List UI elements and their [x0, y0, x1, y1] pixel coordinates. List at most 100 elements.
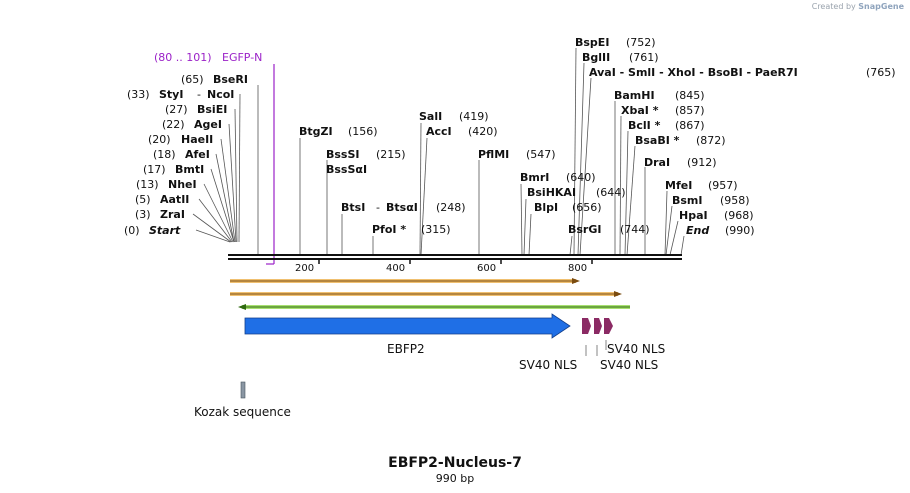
site-pos-bsiei: (27): [165, 103, 188, 116]
site-pos-hpai: (968): [724, 209, 754, 222]
site-pos-bamhi: (845): [675, 89, 705, 102]
site-bsssi[interactable]: BssSI: [326, 148, 360, 161]
site-pos-pflmi: (547): [526, 148, 556, 161]
map-length: 990 bp: [436, 472, 474, 485]
site-pos-bsabi: (872): [696, 134, 726, 147]
site-pos-bsihkai: (644): [596, 186, 626, 199]
sv40-nls-2[interactable]: [594, 318, 602, 334]
tick-label-200: 200: [295, 263, 314, 274]
site-bseri[interactable]: BseRI: [213, 73, 248, 86]
sv40-nls-1[interactable]: [582, 318, 591, 334]
site-pos-bsmi: (958): [720, 194, 750, 207]
site-afei[interactable]: AfeI: [185, 148, 210, 161]
site-sep-styi-ncoi: -: [197, 88, 201, 101]
site-pos-bglii: (761): [629, 51, 659, 64]
kozak-label: Kozak sequence: [194, 405, 291, 419]
primer-range: (80 .. 101): [154, 51, 212, 64]
site-pos-end: (990): [725, 224, 755, 237]
site-pos-bsssi: (215): [376, 148, 406, 161]
site-hpai[interactable]: HpaI: [679, 209, 708, 222]
site-btgzi[interactable]: BtgZI: [299, 125, 333, 138]
site-xbai[interactable]: XbaI *: [621, 104, 659, 117]
site-start[interactable]: Start: [149, 224, 181, 237]
site-pos-afei: (18): [153, 148, 176, 161]
site-pos-bmti: (17): [143, 163, 166, 176]
site-bamhi[interactable]: BamHI: [614, 89, 655, 102]
site-pflmi[interactable]: PflMI: [478, 148, 509, 161]
site-pos-acci: (420): [468, 125, 498, 138]
site-pos-nhei: (13): [136, 178, 159, 191]
feature-sv40-nls-group[interactable]: SV40 NLS SV40 NLS SV40 NLS: [519, 318, 665, 372]
site-bsabi[interactable]: BsaBI *: [635, 134, 680, 147]
site-zrai[interactable]: ZraI: [160, 208, 185, 221]
site-pos-avai-group: (765): [866, 66, 896, 79]
site-pos-bspei: (752): [626, 36, 656, 49]
restriction-sites: (0) Start (3) ZraI (5) AatII (13) NheI (…: [124, 36, 896, 237]
site-pos-styi: (33): [127, 88, 150, 101]
site-sali[interactable]: SalI: [419, 110, 442, 123]
site-styi[interactable]: StyI: [159, 88, 183, 101]
site-acci[interactable]: AccI: [426, 125, 452, 138]
site-bglii[interactable]: BglII: [582, 51, 610, 64]
site-pos-btsi: (248): [436, 201, 466, 214]
sv40-nls-label-1: SV40 NLS: [519, 358, 577, 372]
primer-egfp-n[interactable]: (80 .. 101) EGFP-N: [154, 51, 275, 265]
site-mfei[interactable]: MfeI: [665, 179, 692, 192]
site-pos-blpi: (656): [572, 201, 602, 214]
site-btsai[interactable]: BtsαI: [386, 201, 418, 214]
site-drai[interactable]: DraI: [644, 156, 670, 169]
tick-label-600: 600: [477, 263, 496, 274]
map-title: EBFP2-Nucleus-7: [388, 455, 522, 471]
credit-prefix: Created by: [811, 2, 856, 11]
site-bcli[interactable]: BclI *: [628, 119, 661, 132]
site-pos-haeii: (20): [148, 133, 171, 146]
site-pos-bseri: (65): [181, 73, 204, 86]
site-pos-sali: (419): [459, 110, 489, 123]
site-pos-pfoi: (315): [421, 223, 451, 236]
site-nhei[interactable]: NheI: [168, 178, 197, 191]
site-bsiei[interactable]: BsiEI: [197, 103, 227, 116]
orf-arrows: [230, 278, 630, 310]
site-bspei[interactable]: BspEI: [575, 36, 609, 49]
site-end[interactable]: End: [686, 224, 709, 237]
site-pos-bmri: (640): [566, 171, 596, 184]
sv40-nls-label-3: SV40 NLS: [607, 342, 665, 356]
feature-ebfp2[interactable]: EBFP2: [244, 313, 571, 356]
site-btsi[interactable]: BtsI: [341, 201, 365, 214]
site-pos-agei: (22): [162, 118, 185, 131]
site-leader-lines: [192, 47, 685, 256]
site-bmri[interactable]: BmrI: [520, 171, 549, 184]
sequence-backbone: [228, 254, 682, 260]
sv40-nls-label-2: SV40 NLS: [600, 358, 658, 372]
site-pos-mfei: (957): [708, 179, 738, 192]
snapgene-brand: SnapGene: [858, 2, 904, 11]
site-blpi[interactable]: BlpI: [534, 201, 558, 214]
position-ruler: 200 400 600 800: [295, 258, 593, 274]
site-pos-bcli: (867): [675, 119, 705, 132]
feature-kozak[interactable]: Kozak sequence: [194, 381, 291, 419]
site-sep-btsi: -: [376, 201, 380, 214]
site-aatii[interactable]: AatII: [160, 193, 189, 206]
site-bsmi[interactable]: BsmI: [672, 194, 703, 207]
site-pos-xbai: (857): [675, 104, 705, 117]
site-pos-zrai: (3): [135, 208, 151, 221]
sv40-nls-3[interactable]: [604, 318, 613, 334]
site-bsihkai[interactable]: BsiHKAI: [527, 186, 576, 199]
site-pos-start: (0): [124, 224, 140, 237]
site-bsssai[interactable]: BssSαI: [326, 163, 367, 176]
site-pfoi[interactable]: PfoI *: [372, 223, 406, 236]
site-avai-group[interactable]: AvaI - SmlI - XhoI - BsoBI - PaeR7I: [589, 66, 798, 79]
site-bsrgi[interactable]: BsrGI: [568, 223, 601, 236]
site-agei[interactable]: AgeI: [194, 118, 222, 131]
site-ncoi[interactable]: NcoI: [207, 88, 234, 101]
site-pos-btgzi: (156): [348, 125, 378, 138]
ebfp2-label: EBFP2: [387, 342, 425, 356]
site-haeii[interactable]: HaeII: [181, 133, 213, 146]
tick-label-400: 400: [386, 263, 405, 274]
primer-name: EGFP-N: [222, 51, 262, 64]
tick-label-800: 800: [568, 263, 587, 274]
site-pos-bsrgi: (744): [620, 223, 650, 236]
site-bmti[interactable]: BmtI: [175, 163, 204, 176]
site-pos-aatii: (5): [135, 193, 151, 206]
